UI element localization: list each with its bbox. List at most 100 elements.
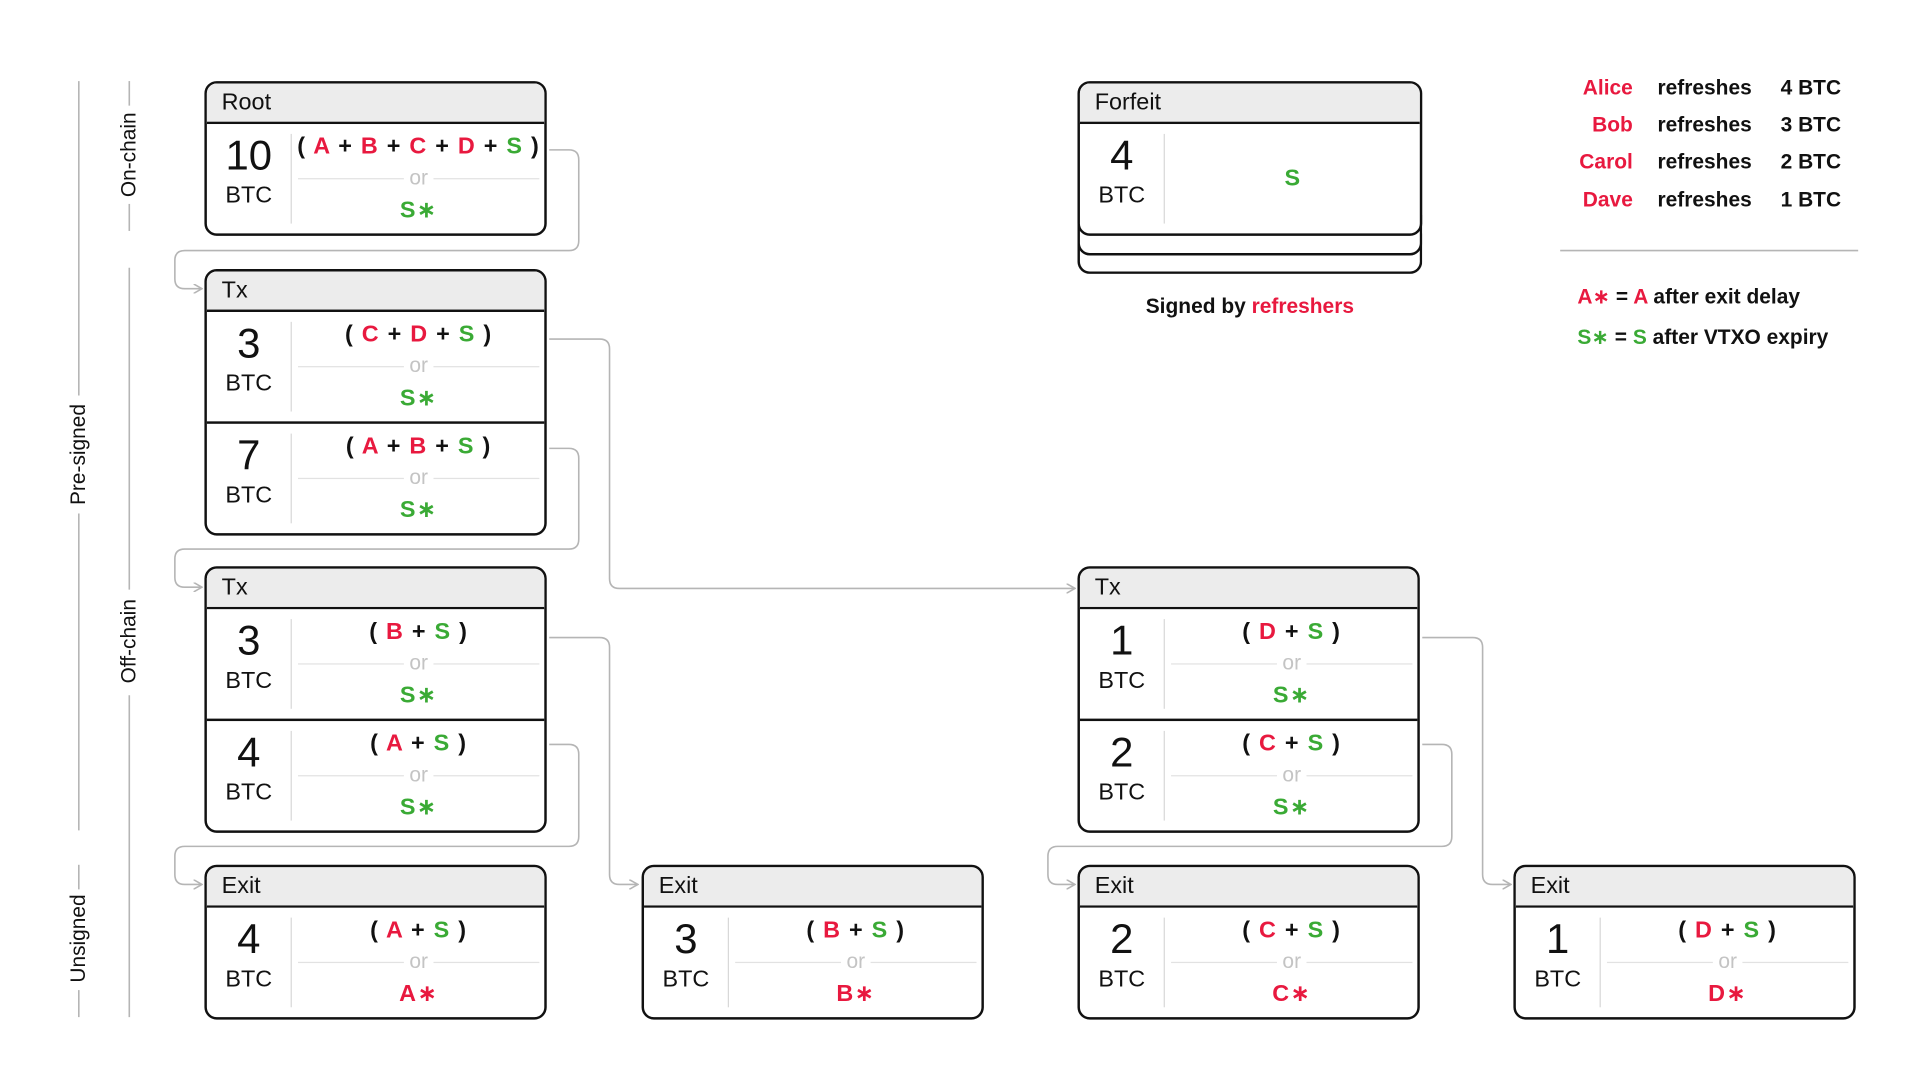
legend-amount: 1 BTC bbox=[1780, 187, 1842, 212]
phase-label-pre-signed: Pre-signed bbox=[66, 404, 90, 506]
def-text: after exit delay bbox=[1653, 284, 1800, 309]
box-title: Root bbox=[206, 83, 545, 125]
or-text: or bbox=[404, 651, 433, 675]
phase-label-off-chain: Off-chain bbox=[116, 599, 141, 684]
timeout-condition: S∗ bbox=[399, 794, 438, 821]
def-key: A bbox=[1633, 284, 1648, 309]
wire-tx-right-row1-to-exit-d bbox=[1422, 636, 1511, 885]
timeout-condition: C∗ bbox=[1272, 981, 1312, 1008]
wire-tx-left-2-row1-to-exit-b bbox=[549, 636, 638, 885]
amount-value: 4 bbox=[1110, 132, 1134, 180]
spend-condition: ( D + S ) bbox=[1242, 619, 1342, 645]
spend-condition: ( C + D + S ) bbox=[344, 321, 493, 348]
amount-unit: BTC bbox=[225, 482, 273, 509]
phase-label-on-chain: On-chain bbox=[116, 112, 141, 198]
def-symbol: S∗ bbox=[1577, 325, 1609, 349]
def-symbol: A∗ bbox=[1577, 284, 1611, 309]
timeout-condition: A∗ bbox=[399, 981, 439, 1008]
legend-action: refreshes bbox=[1657, 187, 1752, 212]
legend-amount: 4 BTC bbox=[1780, 76, 1842, 100]
box-title: Forfeit bbox=[1079, 83, 1420, 125]
or-text: or bbox=[841, 949, 871, 973]
def-equals: = bbox=[1615, 284, 1629, 309]
legend-name: Alice bbox=[1582, 76, 1633, 100]
legend-action: refreshes bbox=[1657, 113, 1752, 137]
timeout-condition: S∗ bbox=[399, 385, 438, 412]
legend-definition-a: A∗ = A after exit delay bbox=[1577, 285, 1800, 310]
amount-unit: BTC bbox=[225, 183, 273, 209]
wire-tx-left-1-row1-to-tx-right bbox=[549, 338, 1075, 588]
spend-condition: ( A + S ) bbox=[370, 730, 468, 757]
legend-action: refreshes bbox=[1657, 149, 1752, 174]
or-text: or bbox=[1277, 651, 1306, 675]
amount-value: 2 bbox=[1110, 916, 1134, 964]
amount-unit: BTC bbox=[1098, 183, 1146, 209]
legend-name: Carol bbox=[1579, 149, 1633, 174]
legend-row: Carol refreshes 2 BTC bbox=[1559, 150, 1879, 177]
amount-value: 1 bbox=[1110, 617, 1134, 665]
legend-amount: 3 BTC bbox=[1780, 113, 1842, 137]
phase-label-unsigned: Unsigned bbox=[66, 894, 90, 983]
legend-name: Bob bbox=[1592, 113, 1633, 137]
amount-value: 4 bbox=[237, 729, 261, 777]
spend-condition: ( D + S ) bbox=[1678, 917, 1778, 944]
timeout-condition: S∗ bbox=[399, 497, 438, 524]
amount-unit: BTC bbox=[1098, 780, 1146, 806]
or-text: or bbox=[404, 762, 433, 786]
or-text: or bbox=[1277, 762, 1306, 786]
box-title: Tx bbox=[206, 568, 545, 610]
spend-condition: ( C + S ) bbox=[1242, 730, 1342, 757]
legend-action: refreshes bbox=[1657, 76, 1752, 100]
spend-condition: ( B + S ) bbox=[806, 917, 906, 944]
amount-value: 1 bbox=[1546, 916, 1570, 964]
box-title: Exit bbox=[1079, 867, 1418, 908]
legend-row: Dave refreshes 1 BTC bbox=[1559, 188, 1879, 215]
amount-unit: BTC bbox=[225, 966, 273, 993]
amount-value: 2 bbox=[1110, 729, 1134, 777]
timeout-condition: B∗ bbox=[836, 981, 876, 1008]
wire-tx-left-1-row2-to-tx-left-2 bbox=[174, 447, 580, 587]
amount-unit: BTC bbox=[1534, 966, 1582, 993]
amount-unit: BTC bbox=[225, 780, 273, 806]
timeout-condition: S∗ bbox=[399, 682, 438, 709]
def-text: after VTXO expiry bbox=[1652, 325, 1829, 349]
box-title: Exit bbox=[644, 867, 982, 908]
timeout-condition: D∗ bbox=[1708, 981, 1748, 1008]
legend-row: Alice refreshes 4 BTC bbox=[1559, 76, 1879, 103]
def-key: S bbox=[1632, 325, 1647, 349]
amount-unit: BTC bbox=[662, 966, 710, 993]
amount-value: 7 bbox=[237, 432, 261, 480]
legend-row: Bob refreshes 3 BTC bbox=[1559, 113, 1879, 140]
box-title: Tx bbox=[1079, 568, 1418, 610]
amount-value: 3 bbox=[237, 617, 261, 665]
amount-unit: BTC bbox=[225, 370, 273, 397]
or-text: or bbox=[1277, 949, 1306, 973]
box-title: Exit bbox=[1515, 867, 1854, 908]
or-text: or bbox=[404, 353, 433, 378]
or-text: or bbox=[404, 165, 433, 190]
wire-tx-right-row2-to-exit-c bbox=[1047, 743, 1453, 884]
amount-value: 4 bbox=[237, 916, 261, 964]
legend-amount: 2 BTC bbox=[1780, 149, 1842, 174]
phase-lines bbox=[78, 81, 1859, 1018]
or-text: or bbox=[404, 465, 433, 489]
